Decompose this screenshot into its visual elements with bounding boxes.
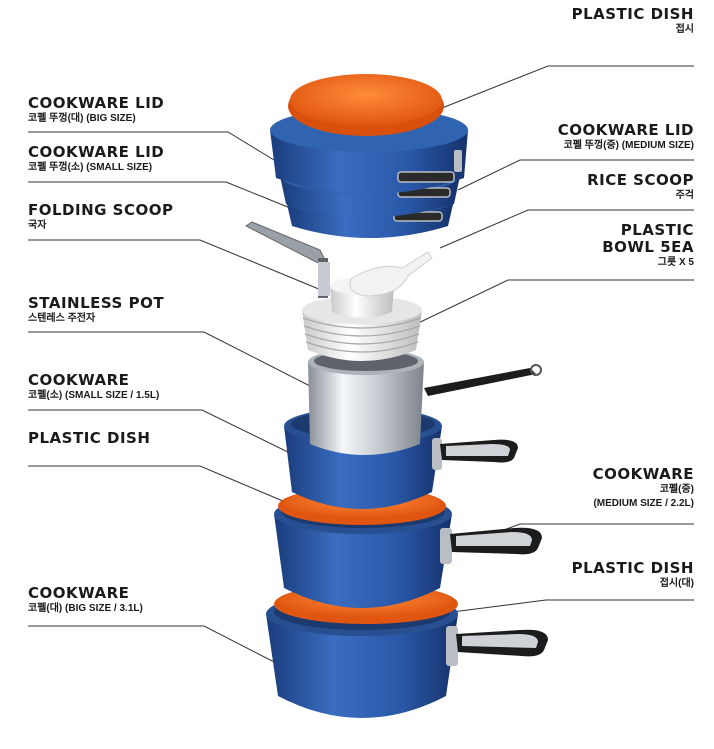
- leader-folding-scoop: [28, 239, 327, 293]
- leader-lid-small: [28, 181, 301, 213]
- label-title: PLASTIC DISH: [571, 5, 694, 23]
- leader-cookware-small: [28, 409, 297, 457]
- label-title: COOKWARE LID: [28, 143, 165, 161]
- label-title: COOKWARE LID: [557, 121, 694, 139]
- label-sub: 접시: [675, 24, 694, 35]
- label-sub-line1: 코펠(중): [659, 484, 694, 495]
- label-sub: 코펠 뚜껑(중) (MEDIUM SIZE): [563, 140, 694, 151]
- label-sub: 코펠(대) (BIG SIZE / 3.1L): [28, 603, 143, 614]
- label-sub-line2: (MEDIUM SIZE / 2.2L): [593, 498, 694, 509]
- label-rice-scoop: RICE SCOOP 주걱: [587, 172, 694, 203]
- label-folding-scoop: FOLDING SCOOP 국자: [28, 202, 173, 233]
- label-title-line2: BOWL 5EA: [602, 238, 694, 256]
- label-title: PLASTIC DISH: [571, 559, 694, 577]
- leader-lines: [28, 65, 694, 665]
- label-cookware-small: COOKWARE 코펠(소) (SMALL SIZE / 1.5L): [28, 372, 159, 403]
- leader-cookware-big: [28, 625, 279, 665]
- label-cookware-big: COOKWARE 코펠(대) (BIG SIZE / 3.1L): [28, 585, 143, 616]
- leader-plastic-dish-top: [441, 65, 694, 109]
- label-title: COOKWARE: [28, 584, 130, 602]
- label-title-line1: PLASTIC: [620, 221, 694, 239]
- label-title: COOKWARE: [592, 465, 694, 483]
- rice-scoop: [349, 251, 433, 297]
- label-sub: 코펠 뚜껑(소) (SMALL SIZE): [28, 162, 153, 173]
- label-sub: 코펠 뚜껑(대) (BIG SIZE): [28, 113, 136, 124]
- leader-plastic-bowl: [411, 279, 694, 327]
- label-title: FOLDING SCOOP: [28, 201, 174, 219]
- label-title: PLASTIC DISH: [28, 429, 151, 447]
- leader-lid-medium: [457, 159, 694, 191]
- label-sub: 스텐레스 주전자: [28, 313, 96, 324]
- plastic-dish-top: [288, 74, 444, 136]
- label-sub: 국자: [28, 220, 47, 231]
- label-sub: 그릇 X 5: [657, 257, 694, 268]
- leader-stainless-pot: [28, 331, 311, 387]
- label-sub: 접시(대): [659, 578, 694, 589]
- label-sub: 주걱: [675, 190, 694, 201]
- leader-plastic-dish-big: [451, 599, 694, 613]
- label-plastic-dish-mid: PLASTIC DISH: [28, 430, 150, 447]
- label-plastic-bowl: PLASTIC BOWL 5EA 그릇 X 5: [602, 222, 694, 270]
- label-title: STAINLESS POT: [28, 294, 165, 312]
- leader-rice-scoop: [439, 209, 694, 249]
- label-stainless-pot: STAINLESS POT 스텐레스 주전자: [28, 295, 164, 326]
- label-plastic-dish-top: PLASTIC DISH 접시: [572, 6, 694, 37]
- label-title: COOKWARE LID: [28, 94, 165, 112]
- folding-scoop: [245, 221, 330, 298]
- label-lid-small: COOKWARE LID 코펠 뚜껑(소) (SMALL SIZE): [28, 144, 164, 175]
- label-title: RICE SCOOP: [587, 171, 694, 189]
- plastic-bowl-stack: [302, 277, 422, 361]
- label-plastic-dish-big: PLASTIC DISH 접시(대): [572, 560, 694, 591]
- label-sub: 코펠(소) (SMALL SIZE / 1.5L): [28, 390, 160, 401]
- leader-plastic-dish-mid: [28, 465, 291, 505]
- label-lid-medium: COOKWARE LID 코펠 뚜껑(중) (MEDIUM SIZE): [558, 122, 694, 153]
- leader-lid-big: [28, 131, 275, 161]
- label-title: COOKWARE: [28, 371, 130, 389]
- label-lid-big: COOKWARE LID 코펠 뚜껑(대) (BIG SIZE): [28, 95, 164, 126]
- label-cookware-medium: COOKWARE 코펠(중) (MEDIUM SIZE / 2.2L): [593, 466, 694, 511]
